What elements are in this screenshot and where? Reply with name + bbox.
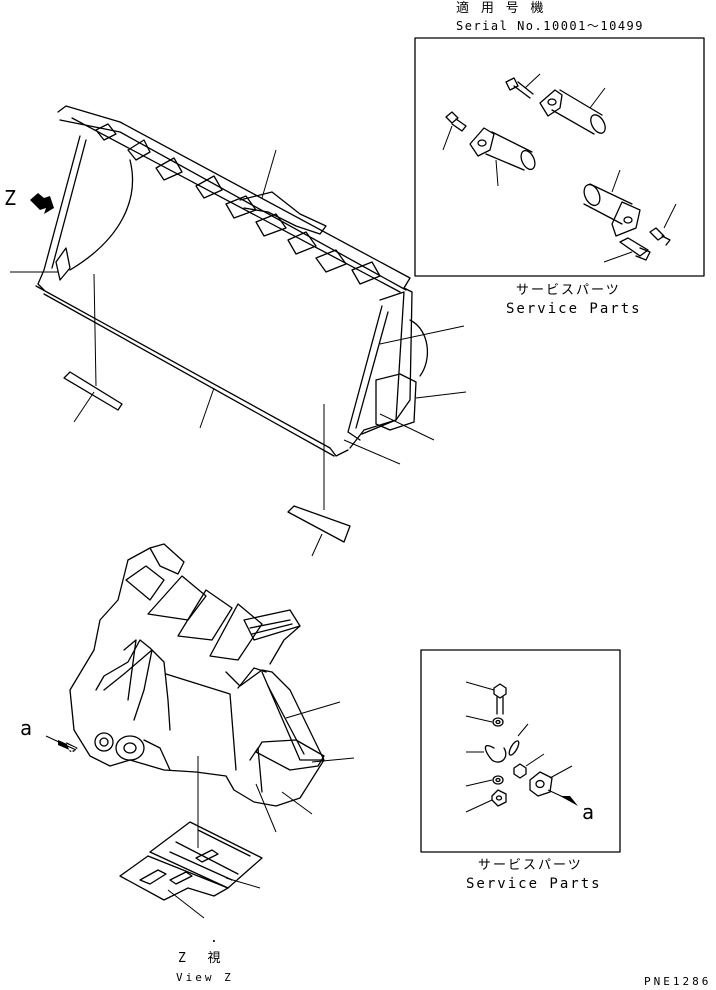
upper-service-parts-jp: サービスパーツ bbox=[516, 283, 621, 298]
drawing-number: PNE1286 bbox=[644, 975, 712, 988]
applicable-serial-title: 適 用 号 機 bbox=[456, 1, 546, 16]
service-parts-box-lower bbox=[420, 649, 621, 853]
view-z-arrow bbox=[30, 193, 54, 214]
direction-a-label: a bbox=[20, 716, 33, 740]
service-parts-box-upper bbox=[414, 37, 705, 277]
direction-a-label-box: a bbox=[582, 800, 595, 824]
small-nut-part bbox=[513, 753, 545, 779]
direction-a-arrow-2 bbox=[560, 796, 578, 806]
bucket-adapters bbox=[95, 123, 381, 285]
nut-part bbox=[465, 789, 507, 813]
view-z-label: Z bbox=[4, 186, 17, 210]
pin-boss-left bbox=[94, 732, 114, 752]
bracket-part bbox=[529, 765, 578, 806]
o-ring-part bbox=[508, 723, 529, 756]
bolt-part-2 bbox=[603, 237, 651, 263]
bucket-main-view bbox=[10, 105, 467, 557]
view-z-dot: . bbox=[210, 931, 220, 946]
wear-plate-right bbox=[287, 505, 351, 543]
snap-ring-part bbox=[466, 745, 507, 763]
pin-part-1 bbox=[539, 87, 606, 135]
pin-boss-right bbox=[115, 735, 145, 761]
wear-plate-left bbox=[63, 371, 123, 411]
bucket-view-z bbox=[45, 543, 355, 919]
bolt-part-1 bbox=[505, 73, 541, 99]
lower-service-parts-en: Service Parts bbox=[466, 876, 602, 892]
view-z-caption-en: View Z bbox=[176, 971, 234, 984]
serial-number-range: Serial No.10001～10499 bbox=[456, 19, 644, 33]
upper-service-parts-en: Service Parts bbox=[506, 301, 642, 317]
pin-part-3 bbox=[583, 169, 641, 237]
view-z-caption-jp: Z 視 bbox=[178, 951, 223, 966]
wear-plate-view-z bbox=[119, 821, 263, 901]
grease-fitting-2 bbox=[649, 203, 677, 246]
lower-service-parts-jp: サービスパーツ bbox=[478, 858, 583, 873]
direction-a-arrow bbox=[58, 740, 78, 752]
pin-part-2 bbox=[469, 127, 536, 187]
bolt-part-3 bbox=[465, 681, 507, 715]
washer-part-1 bbox=[465, 715, 504, 727]
grease-fitting-1 bbox=[442, 111, 467, 151]
washer-part-2 bbox=[465, 775, 504, 787]
